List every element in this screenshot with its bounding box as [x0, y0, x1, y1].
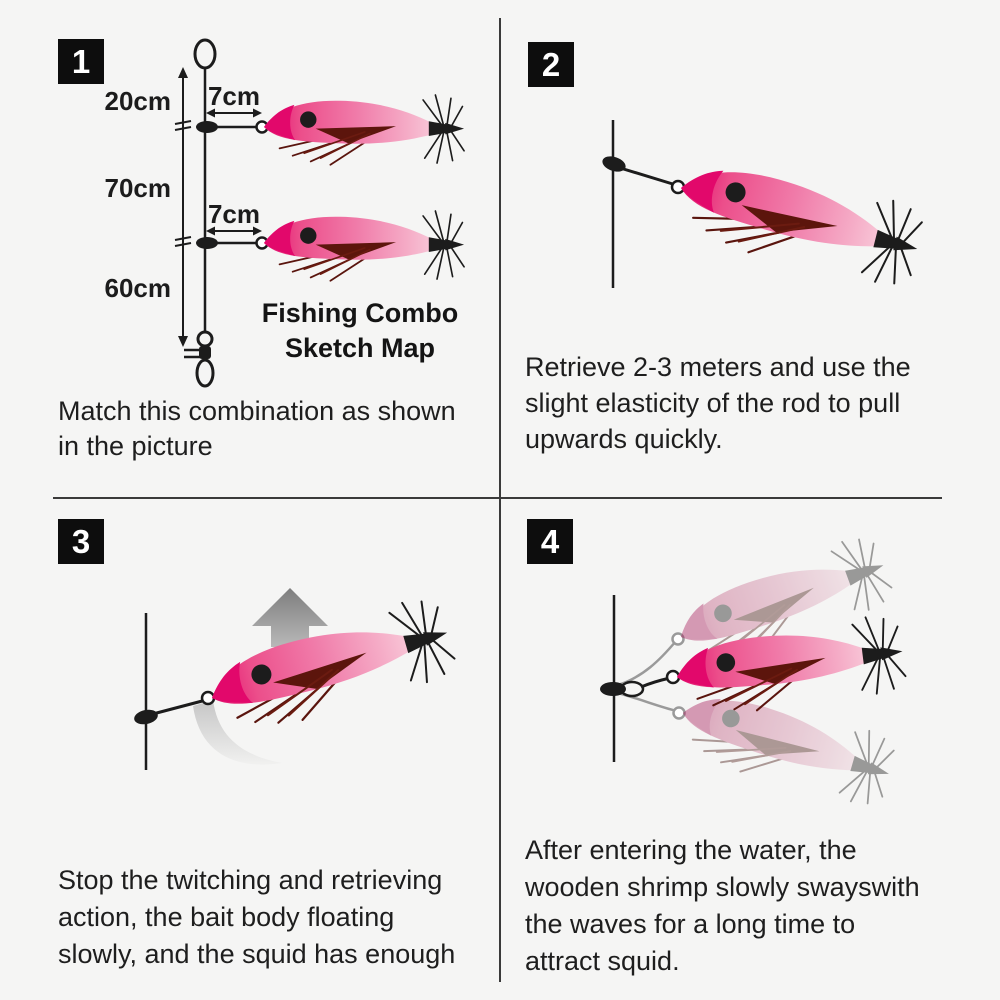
dropper-branch-1 [196, 108, 269, 134]
shrimp-lure-icon [200, 592, 461, 744]
dropper-line [148, 698, 207, 717]
step-3-badge: 3 [58, 519, 104, 564]
up-arrow-icon [252, 588, 328, 647]
dropper-line [640, 676, 671, 689]
branch-label-7cm-bottom: 7cm [208, 199, 260, 229]
step-2-illustration [602, 120, 929, 293]
step-3-number: 3 [71, 523, 91, 560]
step-1-caption: Match this combination as shown in the p… [58, 396, 456, 461]
shrimp-lure-icon [668, 149, 929, 293]
rig-sketch-diagram: 20cm 70cm 60cm 7cm 7cm [105, 38, 465, 388]
horizontal-divider [53, 497, 942, 499]
dropper-branch-2 [196, 226, 269, 250]
step-2-badge: 2 [528, 42, 574, 87]
water-swoosh-shape [193, 700, 282, 765]
sketch-map-title: Fishing Combo Sketch Map [245, 296, 475, 366]
line-stopper-bead-icon [134, 709, 158, 725]
step-1-badge: 1 [58, 39, 104, 84]
length-measure-arrow [174, 67, 192, 347]
shrimp-lure-icon [263, 210, 465, 282]
length-label-60cm: 60cm [105, 273, 172, 303]
step-2-caption: Retrieve 2-3 meters and use the slight e… [525, 352, 911, 454]
tow-ring-icon [671, 632, 685, 646]
line-stopper-bead-icon [600, 682, 626, 696]
dropper-line [616, 165, 677, 187]
tow-ring-icon [670, 179, 686, 195]
shrimp-lure-ghost-icon [670, 679, 900, 813]
sketch-map-title-line1: Fishing Combo [261, 298, 459, 328]
step-4-caption: After entering the water, the wooden shr… [525, 835, 920, 976]
line-stopper-bead-icon [196, 121, 218, 133]
line-loop-icon [193, 38, 217, 70]
step-4-badge: 4 [527, 519, 573, 564]
step-1-number: 1 [71, 43, 91, 80]
step-2-number: 2 [541, 46, 561, 83]
step-3-caption: Stop the twitching and retrieving action… [58, 865, 456, 969]
knot-loop [619, 680, 645, 698]
tow-ring-icon [672, 706, 686, 720]
swivel-clip-icon [184, 330, 215, 388]
branch-label-7cm-top: 7cm [208, 81, 260, 111]
step-4-illustration [600, 530, 909, 813]
sketch-map-title-line2: Sketch Map [284, 333, 436, 363]
vertical-divider [499, 18, 501, 982]
step-4-number: 4 [540, 523, 560, 560]
shrimp-lure-icon [263, 94, 465, 166]
line-stopper-bead-icon [196, 237, 218, 249]
length-label-70cm: 70cm [105, 173, 172, 203]
length-label-20cm: 20cm [105, 86, 172, 116]
step-3-illustration [134, 588, 461, 770]
